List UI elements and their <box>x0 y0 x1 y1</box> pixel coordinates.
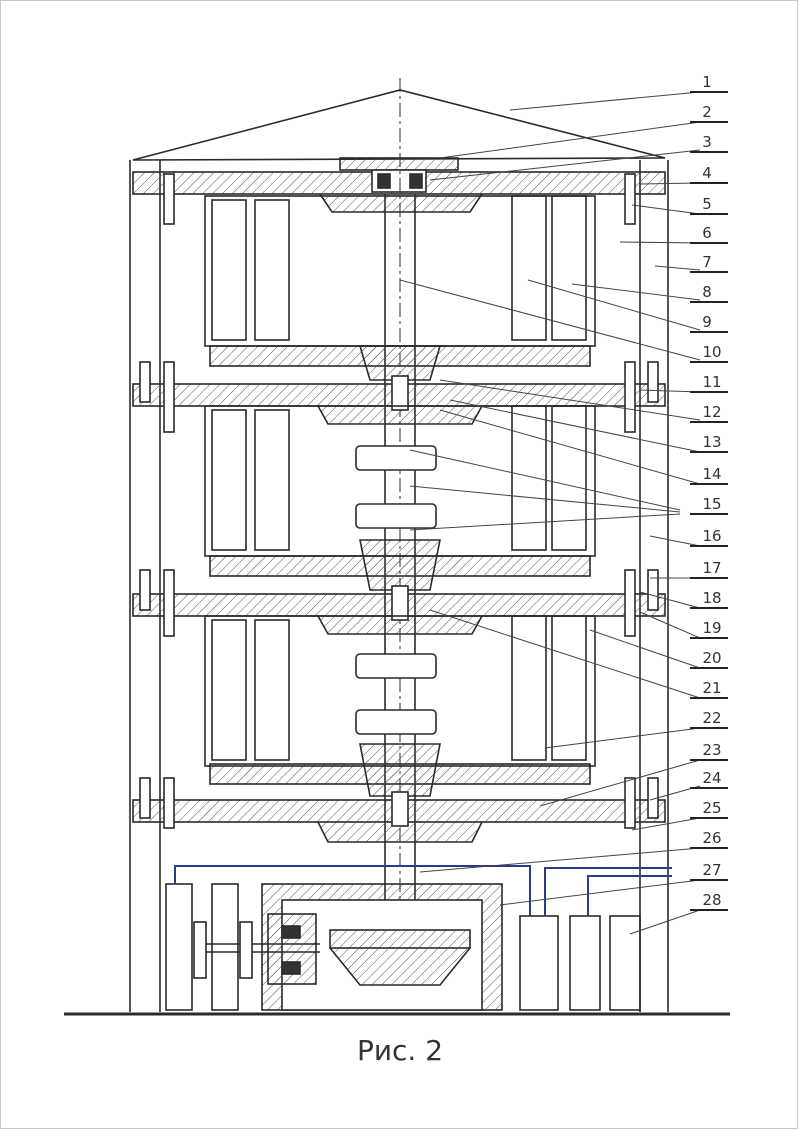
blade-set-middle <box>211 405 587 551</box>
callout-1: 1 <box>702 73 712 91</box>
callout-27: 27 <box>702 861 721 879</box>
callout-17: 17 <box>702 559 721 577</box>
left-tank-1 <box>165 883 193 1011</box>
callout-6: 6 <box>702 224 712 242</box>
callout-10: 10 <box>702 343 721 361</box>
pipes <box>174 865 672 916</box>
callout-5: 5 <box>702 195 712 213</box>
callout-8: 8 <box>702 283 712 301</box>
couplings <box>355 445 437 735</box>
side-brackets <box>139 173 659 829</box>
callout-22: 22 <box>702 709 721 727</box>
callout-15: 15 <box>702 495 721 513</box>
left-tank-2 <box>211 883 239 1011</box>
callout-9: 9 <box>702 313 712 331</box>
callout-24: 24 <box>702 769 721 787</box>
callout-11: 11 <box>702 373 721 391</box>
floor-beam-2 <box>132 539 666 635</box>
floor-beam-1 <box>132 345 666 425</box>
callout-14: 14 <box>702 465 721 483</box>
right-tank-2 <box>569 915 601 1011</box>
right-tank-3 <box>609 915 641 1011</box>
callout-16: 16 <box>702 527 721 545</box>
callout-numbers: 1 2 3 4 5 6 7 8 9 10 11 12 13 14 15 16 1… <box>702 73 721 909</box>
roof <box>132 89 666 161</box>
blade-set-top <box>211 195 587 341</box>
callout-bars <box>690 91 728 911</box>
leader-lines <box>399 91 701 935</box>
callout-3: 3 <box>702 133 712 151</box>
floor-beam-3 <box>132 743 666 843</box>
callout-23: 23 <box>702 741 721 759</box>
callout-4: 4 <box>702 164 712 182</box>
callout-7: 7 <box>702 253 712 271</box>
callout-12: 12 <box>702 403 721 421</box>
callout-18: 18 <box>702 589 721 607</box>
right-tank-1 <box>519 915 559 1011</box>
callout-19: 19 <box>702 619 721 637</box>
callout-25: 25 <box>702 799 721 817</box>
callout-20: 20 <box>702 649 721 667</box>
figure-caption: Рис. 2 <box>356 1034 444 1067</box>
callout-26: 26 <box>702 829 721 847</box>
callout-21: 21 <box>702 679 721 697</box>
callout-28: 28 <box>702 891 721 909</box>
callout-2: 2 <box>702 103 712 121</box>
blade-set-bottom <box>211 615 587 761</box>
callout-13: 13 <box>702 433 721 451</box>
